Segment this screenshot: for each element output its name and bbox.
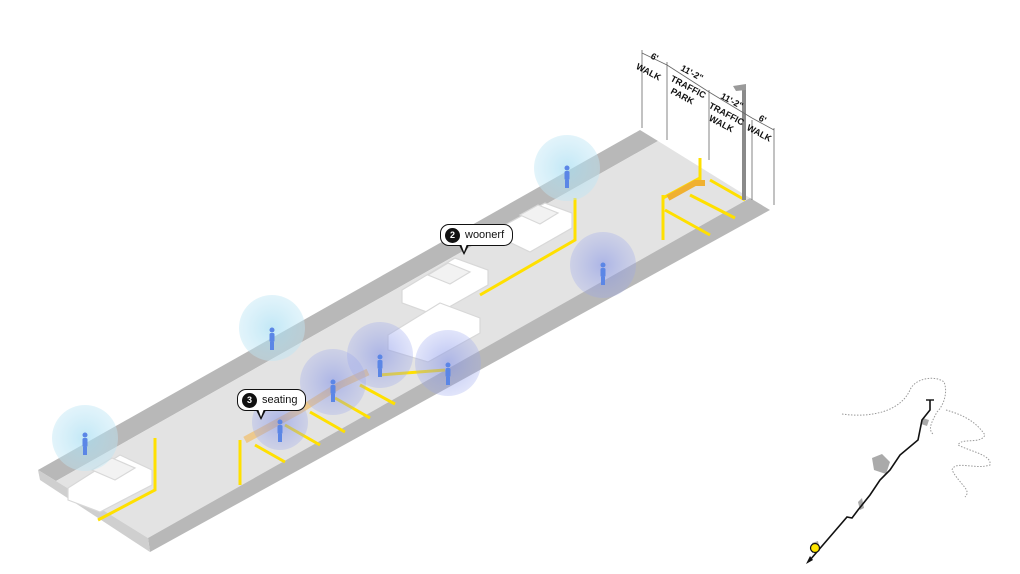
callout-label: seating [262,394,298,406]
callout-number: 2 [445,227,460,243]
location-marker [809,542,821,554]
person-icon [600,262,606,285]
car [518,204,560,225]
person-icon [445,362,451,385]
person-icon [330,379,336,402]
callout-number: 3 [242,392,257,408]
sidewalk-edge [38,470,150,552]
dim-label: WALK [745,122,774,144]
person-icon [564,165,570,188]
cars [67,202,573,513]
callout-seating: 3 seating [237,389,307,420]
dimension-lines [641,50,775,205]
person-icon [377,354,383,377]
gate-bench [666,180,705,201]
dim-size: 6' [649,51,660,63]
light-pole [733,84,746,200]
pedestrians [52,135,636,471]
person-icon [82,432,88,455]
dim-label: WALK [634,61,663,83]
dim-size: 6' [757,113,768,125]
locator-map [806,377,991,564]
car [426,262,472,285]
callout-woonerf: 2 woonerf [440,224,514,255]
far-sidewalk [38,130,658,481]
person-icon [277,419,283,442]
person-icon [269,327,275,350]
callout-label: woonerf [465,229,505,241]
